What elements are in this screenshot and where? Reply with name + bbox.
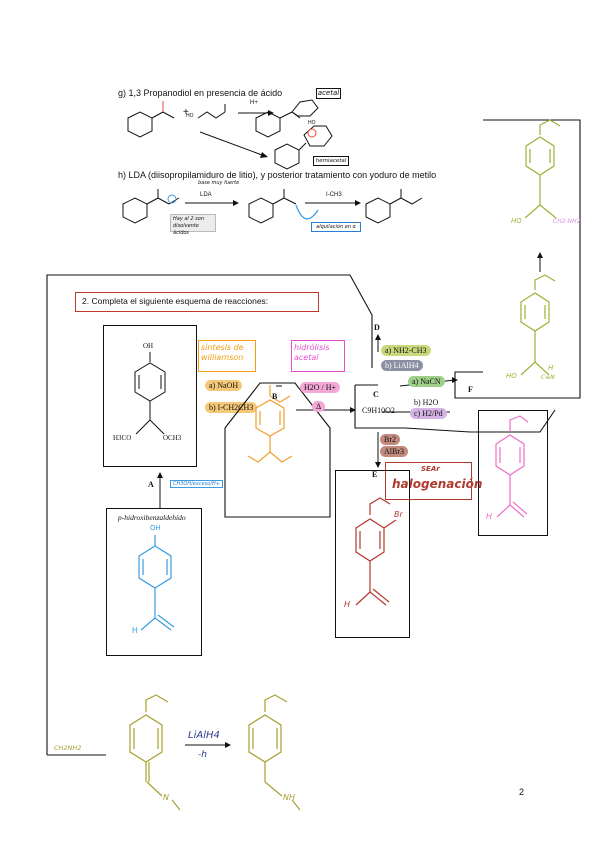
B-label: B: [272, 392, 278, 401]
hemiacetal-label: hemiacetal: [313, 156, 349, 166]
amine-left-label: CH2NH2: [54, 744, 82, 752]
CH2NH2-label: CH2-NH2: [553, 218, 581, 225]
reagent-b-iet: b) I-CH2CH3: [205, 402, 258, 413]
plus-sign: +: [183, 107, 189, 118]
reagent-a-naoh: a) NaOH: [205, 380, 243, 391]
exercise-heading: 2. Completa el siguiente esquema de reac…: [82, 296, 269, 306]
Br-label: Br: [394, 510, 403, 519]
lialh4-label: LiAlH4: [188, 730, 220, 741]
halogenation-box: SEAr halogenación: [385, 462, 482, 500]
F-reagent-c: c) H2/Pd: [410, 408, 447, 419]
HO-label-F-bottom: HO: [506, 372, 517, 380]
och3-label: OCH3: [163, 434, 182, 442]
box-start: [106, 508, 202, 656]
C-label: C: [373, 390, 379, 399]
box-A: [103, 325, 197, 467]
E-reagent-2: AlBr3: [380, 446, 408, 457]
H-label-pink: H: [486, 512, 493, 521]
section-g-title: g) 1,3 Propanodiol en presencia de ácido: [118, 88, 283, 98]
section-h-title: h) LDA (diisopropilamiduro de litio), y …: [118, 170, 437, 180]
box-pink: [478, 410, 548, 536]
h3co-label: H3CO: [113, 434, 132, 442]
catalyst-label: H+: [250, 100, 258, 106]
D-reagent-b: b) LiAlH4: [381, 360, 423, 371]
reagent-h3o: H2O / H+: [300, 382, 341, 393]
exercise-heading-box: 2. Completa el siguiente esquema de reac…: [75, 292, 319, 312]
lda-reagent: LDA: [200, 192, 212, 198]
williamson-label: síntesis de williamson: [198, 340, 256, 372]
alkylation-label: alquilación en α: [311, 222, 361, 232]
delta-symbol: Δ: [312, 401, 326, 412]
SEAr-label: SEAr: [421, 465, 440, 473]
NH-label: NH: [283, 793, 295, 802]
C-formula: C9H10O2: [362, 406, 395, 415]
oh-label-A: OH: [143, 342, 154, 350]
page-number: 2: [519, 787, 525, 797]
h-label-start: H: [132, 626, 138, 635]
N-label: N: [163, 793, 169, 802]
note-box: Hay al 2 son disolvente ácidos: [170, 214, 216, 236]
step-A-reagent: CH3OH/exceso/H+: [170, 480, 223, 488]
start-label: p-hidroxibenzaldehído: [118, 513, 186, 522]
box-E: [335, 470, 410, 638]
hydrolysis-label: hidrólisis acetal: [291, 340, 345, 372]
section-h-scheme: [122, 189, 423, 224]
F-reagent-b: b) H2O: [410, 397, 443, 408]
halogenation-label: halogenación: [392, 477, 483, 491]
ho-label: HO: [186, 113, 194, 119]
E-label: E: [372, 470, 378, 479]
CN-label: C≡N: [541, 374, 555, 381]
base-note: base muy fuerte: [198, 180, 240, 186]
step-A-label: A: [148, 480, 154, 489]
section-g-scheme: [127, 99, 333, 170]
D-reagent-a: a) NH2-CH3: [381, 345, 431, 356]
E-reagent-1: Br2: [380, 434, 400, 445]
acetal-label: acetal: [316, 88, 341, 99]
HO-label-F-top: HO: [511, 217, 522, 225]
D-label: D: [374, 323, 380, 332]
h-label: -h: [198, 750, 207, 760]
mei-reagent: I-CH3: [326, 192, 342, 198]
oh-label-start: OH: [150, 525, 161, 532]
ho-label-2: HO: [308, 120, 316, 126]
H-label-F: H: [548, 364, 554, 372]
F-reagent-a: a) NaCN: [408, 376, 445, 387]
H-label-E: H: [344, 600, 351, 609]
F-label: F: [468, 385, 473, 394]
